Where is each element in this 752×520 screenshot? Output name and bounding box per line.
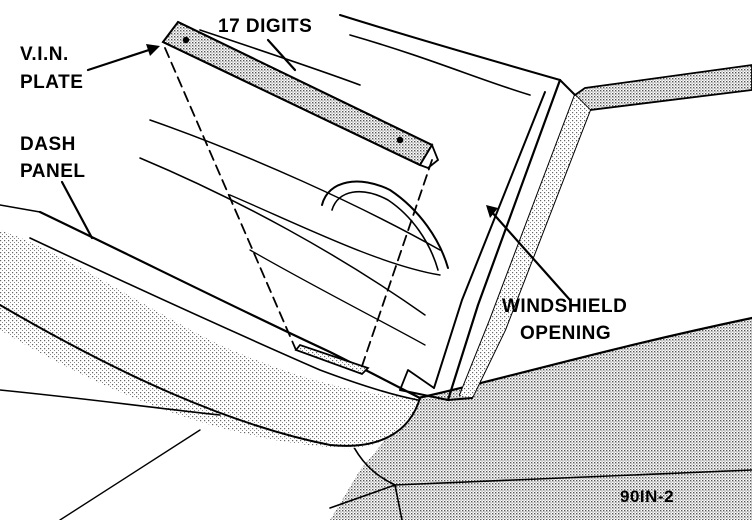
defroster-duct bbox=[321, 180, 449, 269]
arrowhead-vin bbox=[146, 44, 160, 56]
roof-rail bbox=[573, 64, 752, 111]
arrowhead-windshield bbox=[486, 205, 498, 218]
dash-contour-4 bbox=[249, 249, 426, 346]
label-vin-line2: PLATE bbox=[20, 72, 83, 93]
floor-line bbox=[59, 429, 201, 520]
figure-id: 90IN-2 bbox=[620, 487, 674, 506]
leader-vin bbox=[86, 46, 157, 72]
label-windshield-line2: OPENING bbox=[520, 323, 611, 344]
dash-contour-1 bbox=[149, 119, 441, 251]
projection-line-right bbox=[359, 159, 433, 373]
leader-digits bbox=[266, 38, 297, 72]
a-pillar-outer bbox=[446, 78, 562, 402]
dash-top-edge-inner bbox=[29, 237, 419, 401]
windshield-left-edge bbox=[199, 29, 361, 86]
label-dash-line2: PANEL bbox=[20, 161, 85, 182]
vin-plate-exploded bbox=[161, 20, 440, 170]
label-windshield-line1: WINDSHIELD bbox=[502, 296, 627, 317]
dash-panel-face bbox=[0, 230, 420, 449]
leader-windshield bbox=[488, 208, 572, 302]
pillar-cap bbox=[559, 79, 576, 96]
dash-top-left bbox=[0, 204, 41, 213]
leader-dash bbox=[60, 180, 94, 240]
dash-contour-2 bbox=[139, 157, 426, 316]
vin-plate-mounted bbox=[294, 343, 370, 376]
fender-split bbox=[394, 484, 403, 520]
label-dash-line1: DASH bbox=[20, 134, 76, 155]
cowl-surface bbox=[330, 318, 752, 520]
windshield-top-inner bbox=[349, 34, 531, 96]
dash-contour-3 bbox=[229, 194, 441, 276]
a-pillar-inner bbox=[433, 91, 546, 389]
opening-base-left bbox=[399, 369, 435, 391]
label-17-digits: 17 DIGITS bbox=[218, 16, 312, 37]
dash-panel-bottom bbox=[0, 389, 221, 416]
pillar-strip-a bbox=[459, 94, 576, 396]
windshield-top-edge bbox=[339, 14, 561, 81]
opening-base bbox=[399, 389, 473, 401]
defroster-duct-inner bbox=[331, 191, 439, 271]
pillar-strip-fill bbox=[460, 95, 590, 398]
projection-line-left bbox=[164, 47, 297, 351]
dash-panel-lower bbox=[0, 304, 421, 447]
rivet-right bbox=[396, 136, 404, 144]
label-vin-line1: V.I.N. bbox=[20, 44, 69, 65]
rivet-left bbox=[182, 36, 190, 44]
dash-top-edge bbox=[38, 210, 422, 400]
